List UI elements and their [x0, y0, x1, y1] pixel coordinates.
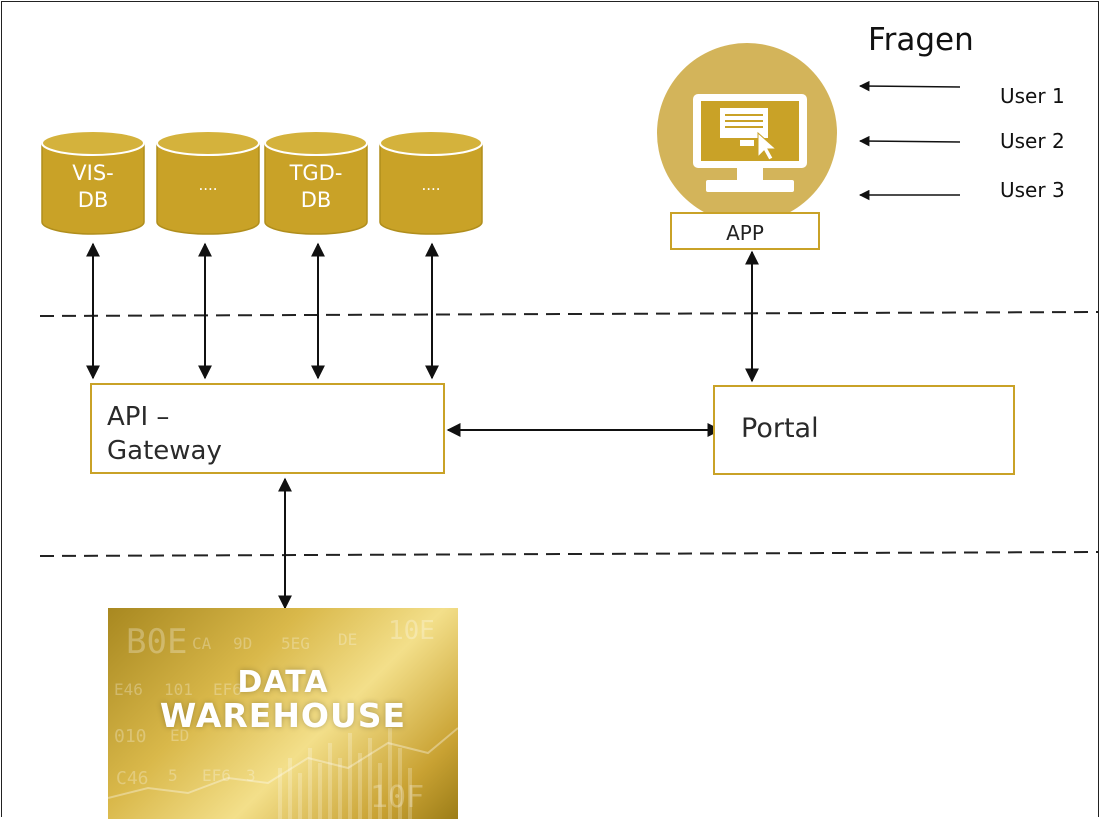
- database-label-2: ....: [157, 172, 259, 212]
- arrow-user1: [858, 80, 961, 92]
- database-label-text: ....: [198, 176, 218, 194]
- warehouse-bars: [108, 727, 458, 819]
- warehouse-bg-code: C46: [116, 768, 149, 789]
- database-label-tgd-db: TGD- DB: [265, 160, 367, 220]
- database-cylinder-tgd-db: [264, 130, 368, 235]
- warehouse-title-line2: WAREHOUSE: [159, 696, 407, 735]
- arrow-user2: [858, 135, 961, 147]
- user-label-2: User 2: [1000, 129, 1065, 153]
- database-label-4: ....: [380, 172, 482, 212]
- database-label-vis-db: VIS- DB: [42, 160, 144, 220]
- database-label-text: TGD- DB: [289, 161, 343, 212]
- warehouse-bg-code: B0E: [126, 622, 188, 662]
- api-gateway-label: API – Gateway: [107, 402, 222, 466]
- warehouse-bg-code: EF6: [213, 680, 242, 699]
- app-label: APP: [726, 221, 764, 245]
- api-gateway-box: [90, 383, 445, 474]
- warehouse-bg-code: 5EG: [281, 634, 310, 653]
- database-label-text: VIS- DB: [72, 161, 114, 212]
- database-cylinder-4: [379, 130, 483, 235]
- app-box: [670, 212, 820, 250]
- user-label-1: User 1: [1000, 84, 1065, 108]
- database-cylinder-vis-db: [41, 130, 145, 235]
- page-title: Fragen: [868, 22, 974, 58]
- warehouse-bg-code: EF6: [202, 766, 231, 785]
- separator-top: [39, 311, 1099, 317]
- warehouse-bg-code: 010: [114, 726, 147, 747]
- warehouse-bg-code: ED: [170, 726, 190, 745]
- warehouse-bg-code: E46: [114, 680, 143, 699]
- database-cylinder-2: [156, 130, 260, 235]
- warehouse-bg-code: CA: [192, 634, 212, 653]
- monitor-icon: [657, 43, 837, 223]
- warehouse-bg-code: 9D: [233, 634, 253, 653]
- warehouse-title-line1: DATA: [237, 665, 329, 700]
- warehouse-bg-code: 10E: [388, 616, 435, 646]
- warehouse-bg-code: 5: [168, 766, 178, 785]
- warehouse-bg-code: 101: [164, 680, 193, 699]
- portal-box: [713, 385, 1015, 475]
- warehouse-bg-code: 10F: [370, 780, 425, 815]
- database-label-text: ....: [421, 176, 441, 194]
- warehouse-bg-code: DE: [338, 630, 358, 649]
- portal-label: Portal: [741, 413, 819, 444]
- user-label-3: User 3: [1000, 178, 1065, 202]
- data-warehouse-image: B0E CA 9D 5EG E46 101 EF6 010 ED C46 5 E…: [108, 608, 458, 819]
- separator-bottom: [39, 551, 1099, 557]
- warehouse-bg-code: 3: [246, 766, 256, 785]
